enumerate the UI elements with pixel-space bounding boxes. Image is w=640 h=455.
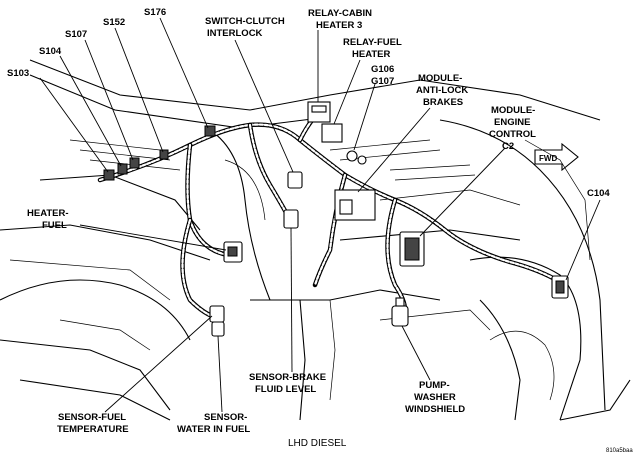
sensor-water-in-fuel <box>211 321 225 337</box>
splice-s152 <box>159 149 169 160</box>
label-relay-fuel-2: HEATER <box>352 49 390 60</box>
figure-code: 810a5baa <box>606 448 633 454</box>
connector-c104 <box>551 275 569 299</box>
label-abs-2: ANTI-LOCK <box>416 85 468 96</box>
forward-arrow-icon: FWD <box>534 142 579 172</box>
label-g107: G107 <box>371 76 394 87</box>
label-ecm-4: C2 <box>502 141 514 152</box>
label-ecm-3: CONTROL <box>489 129 536 140</box>
label-water-fuel-2: WATER IN FUEL <box>177 424 250 435</box>
sensor-brake-fluid-level <box>283 209 299 229</box>
callout-labels: S103 S104 S107 S152 S176 SWITCH-CLUTCH I… <box>7 7 610 435</box>
label-switch-clutch-1: SWITCH-CLUTCH <box>205 16 285 27</box>
label-heater-fuel-1: HEATER- <box>27 208 69 219</box>
splice-s107 <box>129 157 140 169</box>
label-water-fuel-1: SENSOR- <box>204 412 247 423</box>
switch-clutch-interlock-connector <box>287 171 303 189</box>
label-abs-3: BRAKES <box>423 97 463 108</box>
label-pump-washer-2: WASHER <box>414 392 456 403</box>
diagram-caption: LHD DIESEL <box>288 438 347 449</box>
forward-marker-label: FWD <box>539 154 557 163</box>
pump-washer-windshield <box>391 297 409 327</box>
label-relay-cabin-2: HEATER 3 <box>316 20 362 31</box>
splice-s103 <box>103 169 115 181</box>
label-ecm-1: MODULE- <box>491 105 535 116</box>
relay-fuel-heater <box>321 123 343 143</box>
label-s107: S107 <box>65 29 87 40</box>
splice-s104 <box>117 163 128 175</box>
label-brake-fluid-2: FLUID LEVEL <box>255 384 316 395</box>
label-s152: S152 <box>103 17 125 28</box>
sensor-fuel-temperature <box>209 305 225 323</box>
heater-fuel-connector <box>223 241 243 263</box>
wiring-harness <box>97 109 563 321</box>
label-heater-fuel-2: FUEL <box>42 220 67 231</box>
label-abs-1: MODULE- <box>418 73 462 84</box>
label-g106: G106 <box>371 64 394 75</box>
module-anti-lock-brakes <box>334 189 376 221</box>
leader-lines <box>39 17 601 413</box>
label-s176: S176 <box>144 7 166 18</box>
label-fuel-temp-2: TEMPERATURE <box>57 424 129 435</box>
label-pump-washer-3: WINDSHIELD <box>405 404 465 415</box>
label-c104: C104 <box>587 188 610 199</box>
relay-cabin-heater-3 <box>307 101 331 123</box>
vehicle-body-outline <box>0 59 631 421</box>
splice-s176 <box>204 125 216 137</box>
label-s103: S103 <box>7 68 29 79</box>
label-brake-fluid-1: SENSOR-BRAKE <box>249 372 326 383</box>
label-ecm-2: ENGINE <box>494 117 530 128</box>
ground-g106-g107 <box>346 150 367 165</box>
label-relay-cabin-1: RELAY-CABIN <box>308 8 372 19</box>
label-pump-washer-1: PUMP- <box>419 380 450 391</box>
module-engine-control-c2 <box>399 231 425 267</box>
label-relay-fuel-1: RELAY-FUEL <box>343 37 402 48</box>
label-fuel-temp-1: SENSOR-FUEL <box>58 412 126 423</box>
label-switch-clutch-2: INTERLOCK <box>207 28 263 39</box>
label-s104: S104 <box>39 46 62 57</box>
